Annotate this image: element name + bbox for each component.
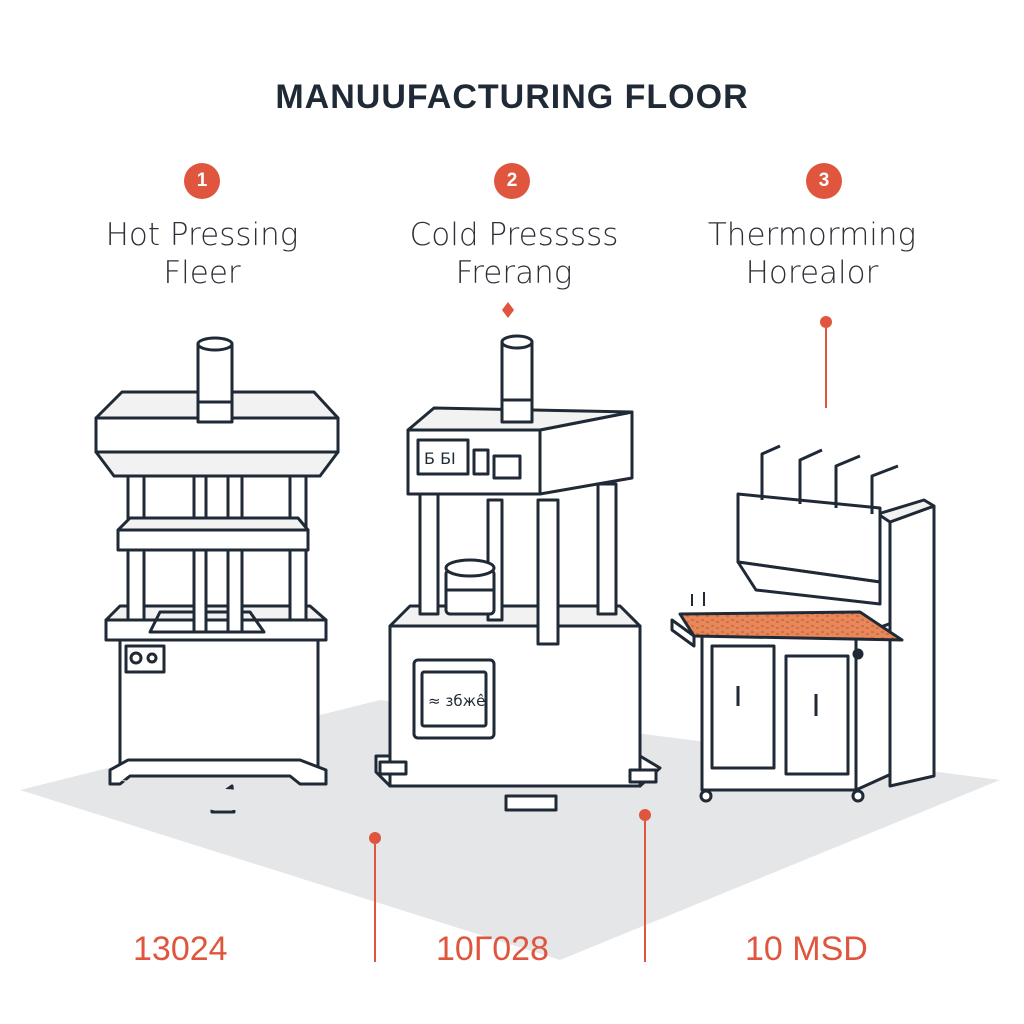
metric-3-value: 10 MSD <box>745 930 868 968</box>
station-2-label-line1: Cold Presssss <box>409 217 619 253</box>
connector-lines <box>369 302 832 962</box>
station-3-label-line1: Thermorming <box>707 217 917 253</box>
step-badge-2: 2 <box>494 163 530 199</box>
station-1-label-line1: Hot Pressing <box>105 217 299 253</box>
station-2-label-line2: Frerang <box>455 255 573 291</box>
connector-dot-2 <box>639 809 651 821</box>
connector-dot-1 <box>369 832 381 844</box>
thermoforming-station-icon <box>670 444 936 803</box>
cold-press-base-readout: ≈ збжê <box>428 692 485 710</box>
cold-press-icon: ≈ збжê Б БІ <box>374 334 662 812</box>
page-title: MANUUFACTURING FLOOR <box>275 78 749 116</box>
metric-2-value: 10Г028 <box>436 930 549 968</box>
step-badge-1: 1 <box>184 163 220 199</box>
connector-dot-3-top <box>820 316 832 328</box>
diamond-marker <box>502 302 514 318</box>
station-3-label-line2: Horealor <box>745 255 879 291</box>
station-2-label: Cold Presssss Frerang <box>364 216 664 292</box>
station-1-label: Hot Pressing Fleer <box>52 216 352 292</box>
station-3-label: Thermorming Horealor <box>662 216 962 292</box>
metric-1-value: 13024 <box>133 930 228 968</box>
station-1-label-line2: Fleer <box>163 255 241 291</box>
cold-press-top-readout: Б БІ <box>424 449 456 468</box>
step-badge-3: 3 <box>806 163 842 199</box>
hot-press-icon <box>94 336 340 814</box>
